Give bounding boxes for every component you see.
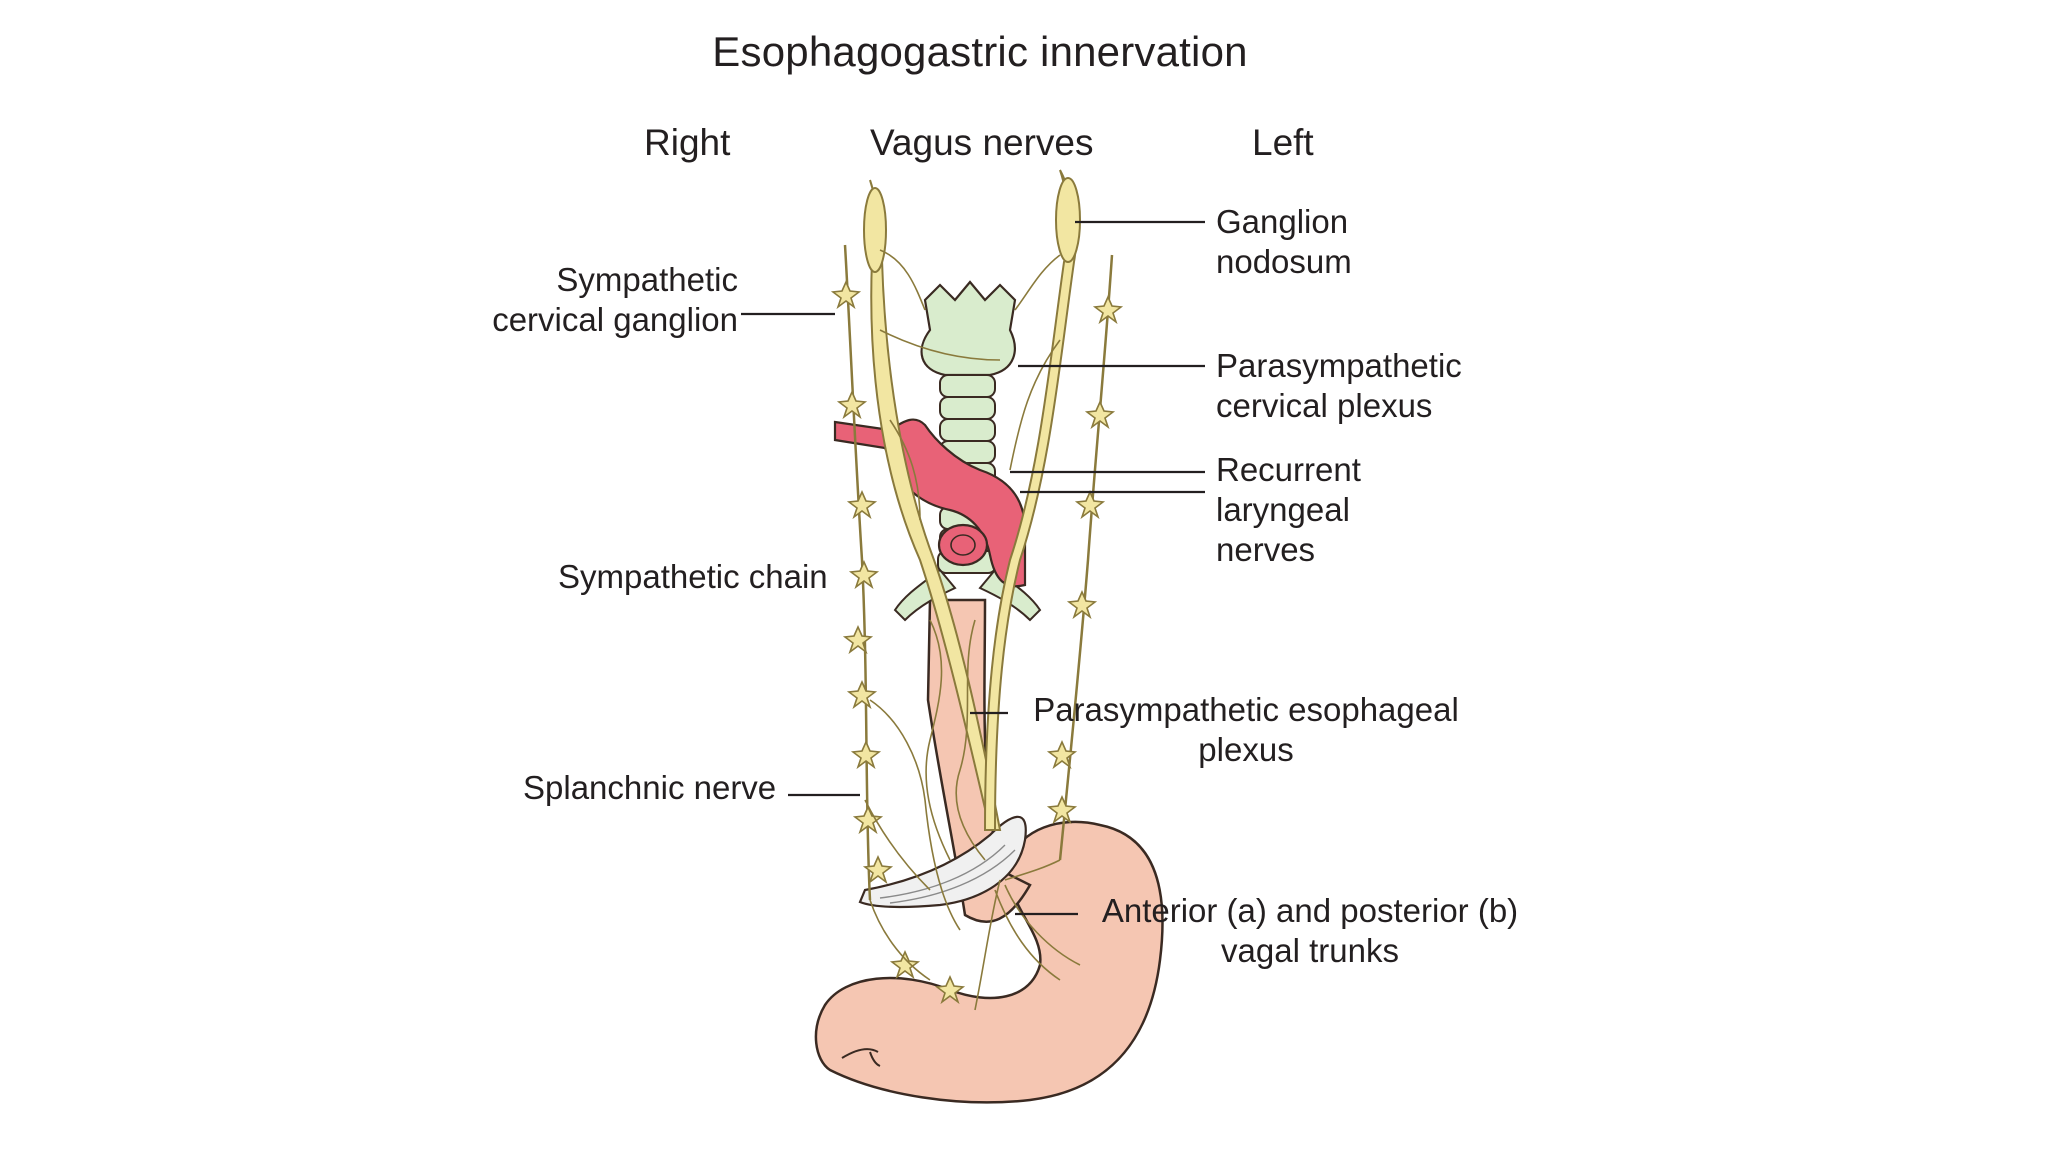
label-recurrent-laryngeal-nerves: Recurrent laryngeal nerves xyxy=(1216,450,1361,570)
label-parasympathetic-esophageal-plexus: Parasympathetic esophageal plexus xyxy=(1016,690,1476,770)
label-sympathetic-chain: Sympathetic chain xyxy=(558,557,828,597)
aorta-cross-section xyxy=(939,525,987,565)
label-splanchnic-nerve: Splanchnic nerve xyxy=(523,768,776,808)
figure-title: Esophagogastric innervation xyxy=(0,28,1960,76)
header-right: Right xyxy=(644,122,730,164)
label-sympathetic-cervical-ganglion: Sympathetic cervical ganglion xyxy=(492,260,738,340)
header-vagus-nerves: Vagus nerves xyxy=(870,122,1094,164)
ganglion-nodosum-left xyxy=(1056,178,1080,262)
header-left: Left xyxy=(1252,122,1314,164)
thyroid-cartilage xyxy=(922,282,1015,375)
label-ganglion-nodosum: Ganglion nodosum xyxy=(1216,202,1352,282)
label-vagal-trunks: Anterior (a) and posterior (b) vagal tru… xyxy=(1090,891,1530,971)
ganglion-nodosum-right xyxy=(864,188,886,272)
label-parasympathetic-cervical-plexus: Parasympathetic cervical plexus xyxy=(1216,346,1462,426)
